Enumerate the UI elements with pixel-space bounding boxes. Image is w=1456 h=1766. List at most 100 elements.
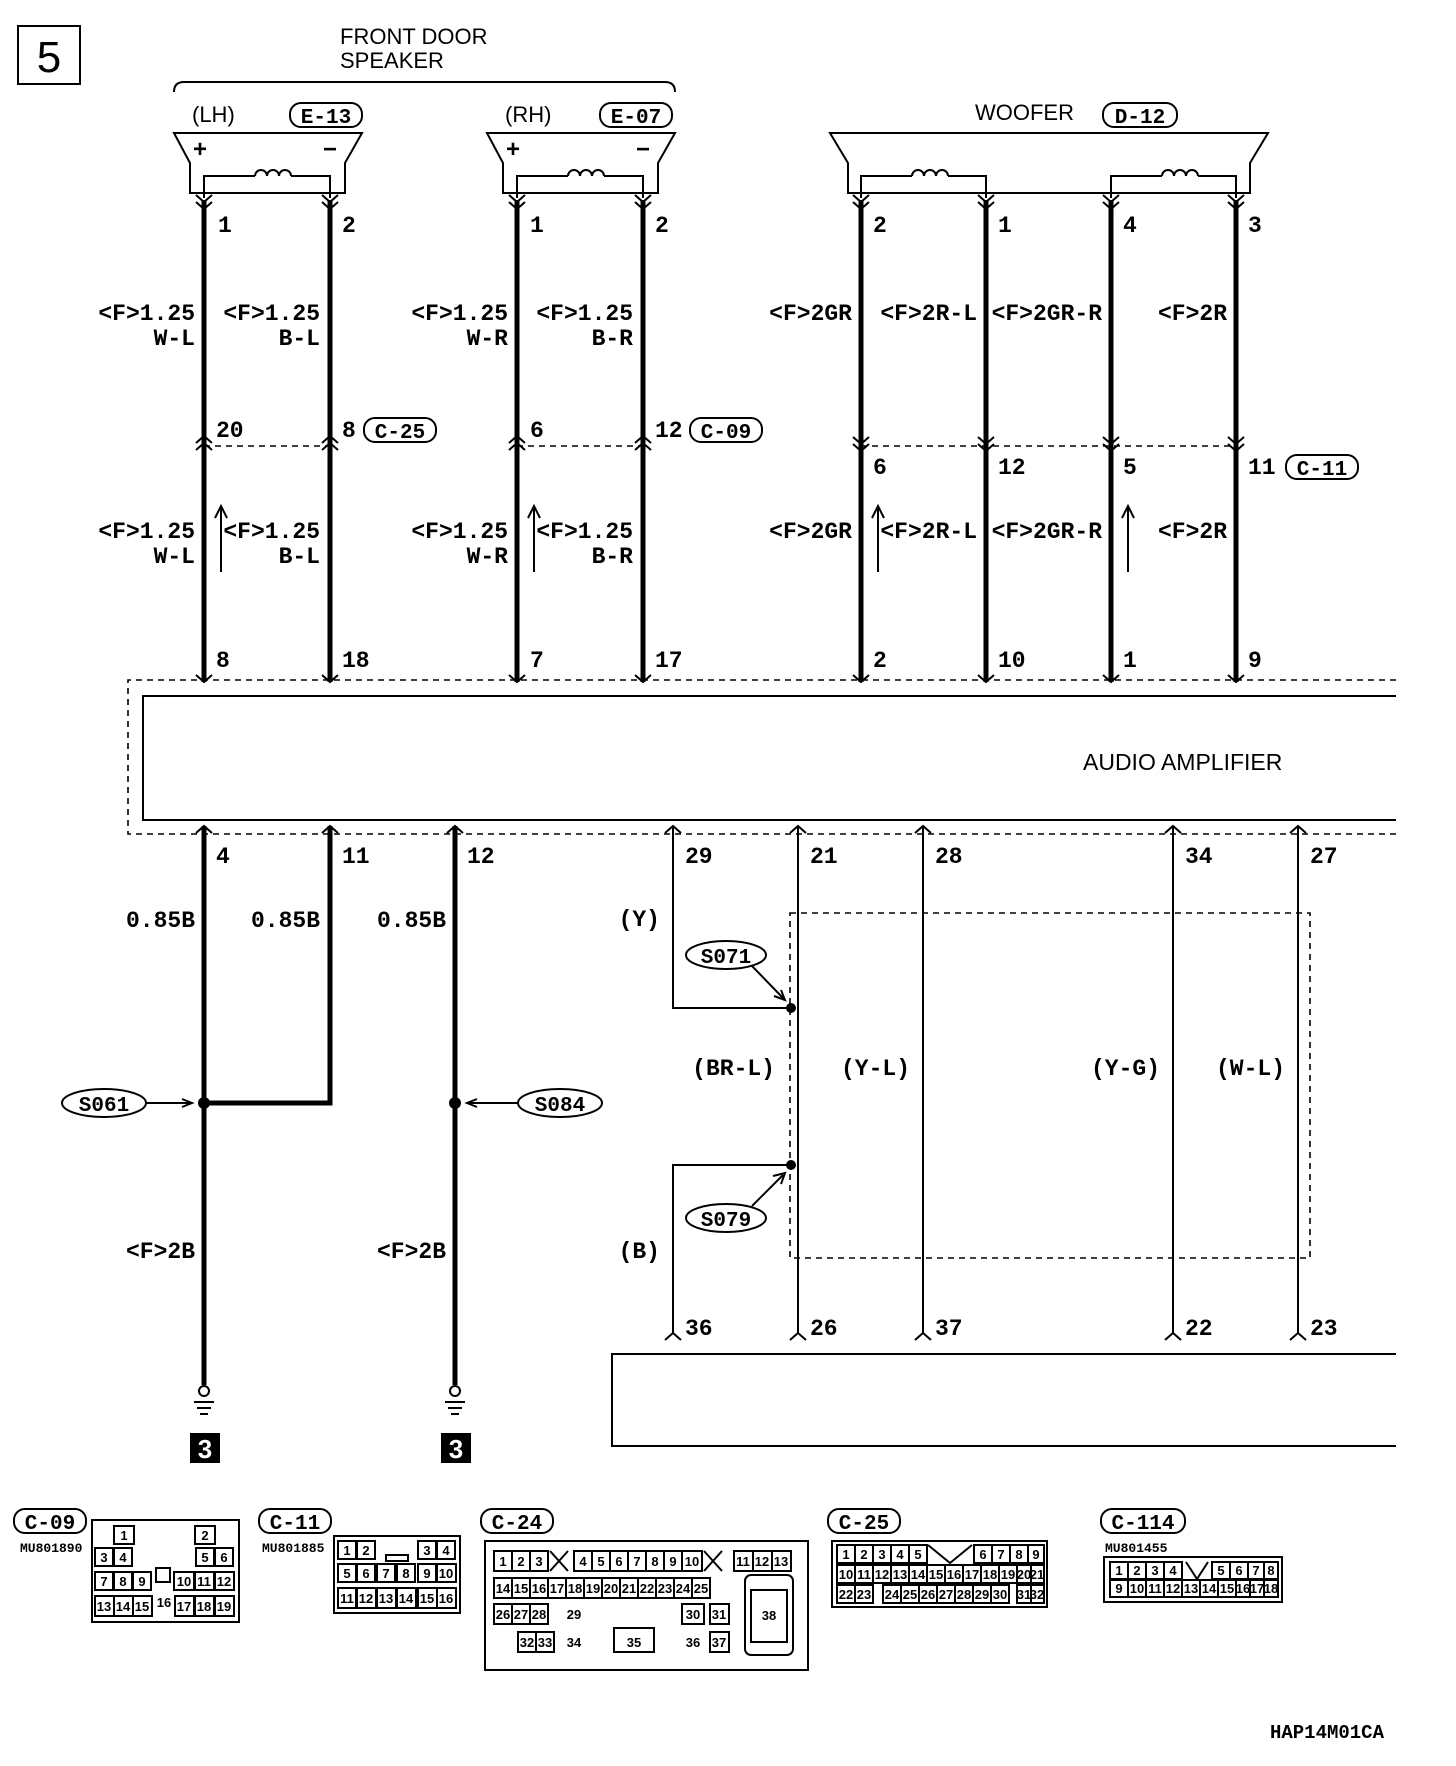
svg-text:B-R: B-R [592,544,634,570]
svg-text:W-R: W-R [467,326,509,352]
svg-text:21: 21 [1030,1567,1044,1582]
svg-text:3: 3 [878,1547,885,1562]
c25-pin: 20 [216,418,244,444]
connector-view-code: MU801455 [1105,1541,1168,1556]
svg-text:13: 13 [379,1591,393,1606]
arrow-up-icon [527,503,541,572]
svg-text:W-L: W-L [154,544,195,570]
svg-text:<F>2GR-R: <F>2GR-R [992,301,1103,327]
svg-text:(W-L): (W-L) [1216,1056,1285,1082]
woofer-coil-2-icon [1110,169,1237,198]
svg-text:15: 15 [514,1581,528,1596]
woofer-connector-badge [1102,102,1178,128]
svg-text:38: 38 [762,1608,776,1623]
svg-text:12: 12 [217,1574,231,1589]
svg-text:7: 7 [633,1554,640,1569]
svg-text:3: 3 [535,1554,542,1569]
svg-text:B-R: B-R [592,326,634,352]
svg-text:1: 1 [842,1547,849,1562]
svg-text:15: 15 [420,1591,434,1606]
svg-text:6: 6 [979,1547,986,1562]
lh-connector-badge [289,102,363,128]
splice-s071-label: S071 [701,947,751,970]
ground-ref-label: 3 [198,1434,212,1464]
connector-view-name: C-25 [839,1513,889,1536]
amplifier-outline-dashed [127,679,1396,835]
connector-view-name: C-11 [270,1513,320,1536]
svg-text:18: 18 [197,1599,211,1614]
svg-text:4: 4 [896,1547,904,1562]
splice-s084 [517,1088,603,1118]
svg-text:8: 8 [119,1574,126,1589]
lh-speaker-body [172,132,364,194]
svg-text:15: 15 [929,1567,943,1582]
svg-text:37: 37 [935,1316,963,1342]
svg-text:18: 18 [983,1567,997,1582]
splice-s079-label: S079 [701,1210,751,1233]
svg-text:18: 18 [568,1581,582,1596]
svg-text:3: 3 [100,1550,107,1565]
arrow-left-icon [464,1098,517,1108]
svg-text:36: 36 [685,1316,713,1342]
connector-face-c24: 1 2 3 4 5 6 7 8 9 10 11 12 13 14 15 16 1… [484,1540,809,1671]
svg-text:26: 26 [921,1587,935,1602]
c11-pin: 6 [873,455,887,481]
figure-code: HAP14M01CA [1270,1722,1385,1744]
svg-text:18: 18 [1264,1581,1278,1596]
svg-text:<F>2GR-R: <F>2GR-R [992,519,1103,545]
svg-text:22: 22 [839,1587,853,1602]
woofer-pin: 2 [873,213,887,239]
woofer-title: WOOFER [975,100,1074,125]
svg-text:4: 4 [442,1543,450,1558]
svg-text:6: 6 [615,1554,622,1569]
svg-text:5: 5 [201,1550,208,1565]
svg-text:3: 3 [423,1543,430,1558]
svg-text:7: 7 [100,1574,107,1589]
svg-text:7: 7 [997,1547,1004,1562]
lower-unit-pins: 36 26 37 22 23 [685,1316,1338,1342]
arrow-up-icon [1121,503,1135,572]
svg-text:<F>1.25: <F>1.25 [98,519,195,545]
svg-text:6: 6 [362,1566,369,1581]
c25-badge [363,417,437,443]
current-arrows [214,503,1135,572]
svg-text:9: 9 [1248,648,1262,674]
svg-text:18: 18 [342,648,370,674]
lh-coil-icon [203,169,331,198]
svg-text:10: 10 [439,1566,453,1581]
connector-view-name: C-24 [492,1513,542,1536]
svg-text:15: 15 [135,1599,149,1614]
rh-pin-neg: 2 [655,213,669,239]
front-door-speaker-line1: FRONT DOOR [340,24,487,49]
amp-top-pins: 8 18 7 17 2 10 1 9 [216,648,1262,674]
svg-text:36: 36 [686,1635,700,1650]
ground-icon [194,1385,214,1415]
svg-text:<F>1.25: <F>1.25 [536,519,633,545]
svg-text:4: 4 [579,1554,587,1569]
rh-plus: + [506,136,520,163]
svg-text:19: 19 [586,1581,600,1596]
svg-text:<F>1.25: <F>1.25 [411,519,508,545]
connector-view-code: MU801890 [20,1541,83,1556]
woofer-body [828,132,1270,194]
svg-text:19: 19 [217,1599,231,1614]
svg-text:5: 5 [914,1547,921,1562]
svg-text:15: 15 [1220,1581,1234,1596]
svg-text:16: 16 [157,1595,171,1610]
svg-text:14: 14 [1202,1581,1217,1596]
svg-text:(Y-G): (Y-G) [1091,1056,1160,1082]
svg-text:<F>1.25: <F>1.25 [536,301,633,327]
c11-pin: 12 [998,455,1026,481]
splice-s061-label: S061 [79,1095,129,1118]
svg-text:2: 2 [873,648,887,674]
svg-text:16: 16 [1236,1581,1250,1596]
connector-view-code: MU801885 [262,1541,325,1556]
splice-dot-s084 [449,1097,461,1109]
svg-text:(Y-L): (Y-L) [841,1056,910,1082]
svg-text:37: 37 [712,1635,726,1650]
svg-text:22: 22 [640,1581,654,1596]
svg-text:13: 13 [893,1567,907,1582]
svg-text:12: 12 [467,844,495,870]
splice-dot-s079 [786,1160,796,1170]
svg-text:26: 26 [496,1607,510,1622]
